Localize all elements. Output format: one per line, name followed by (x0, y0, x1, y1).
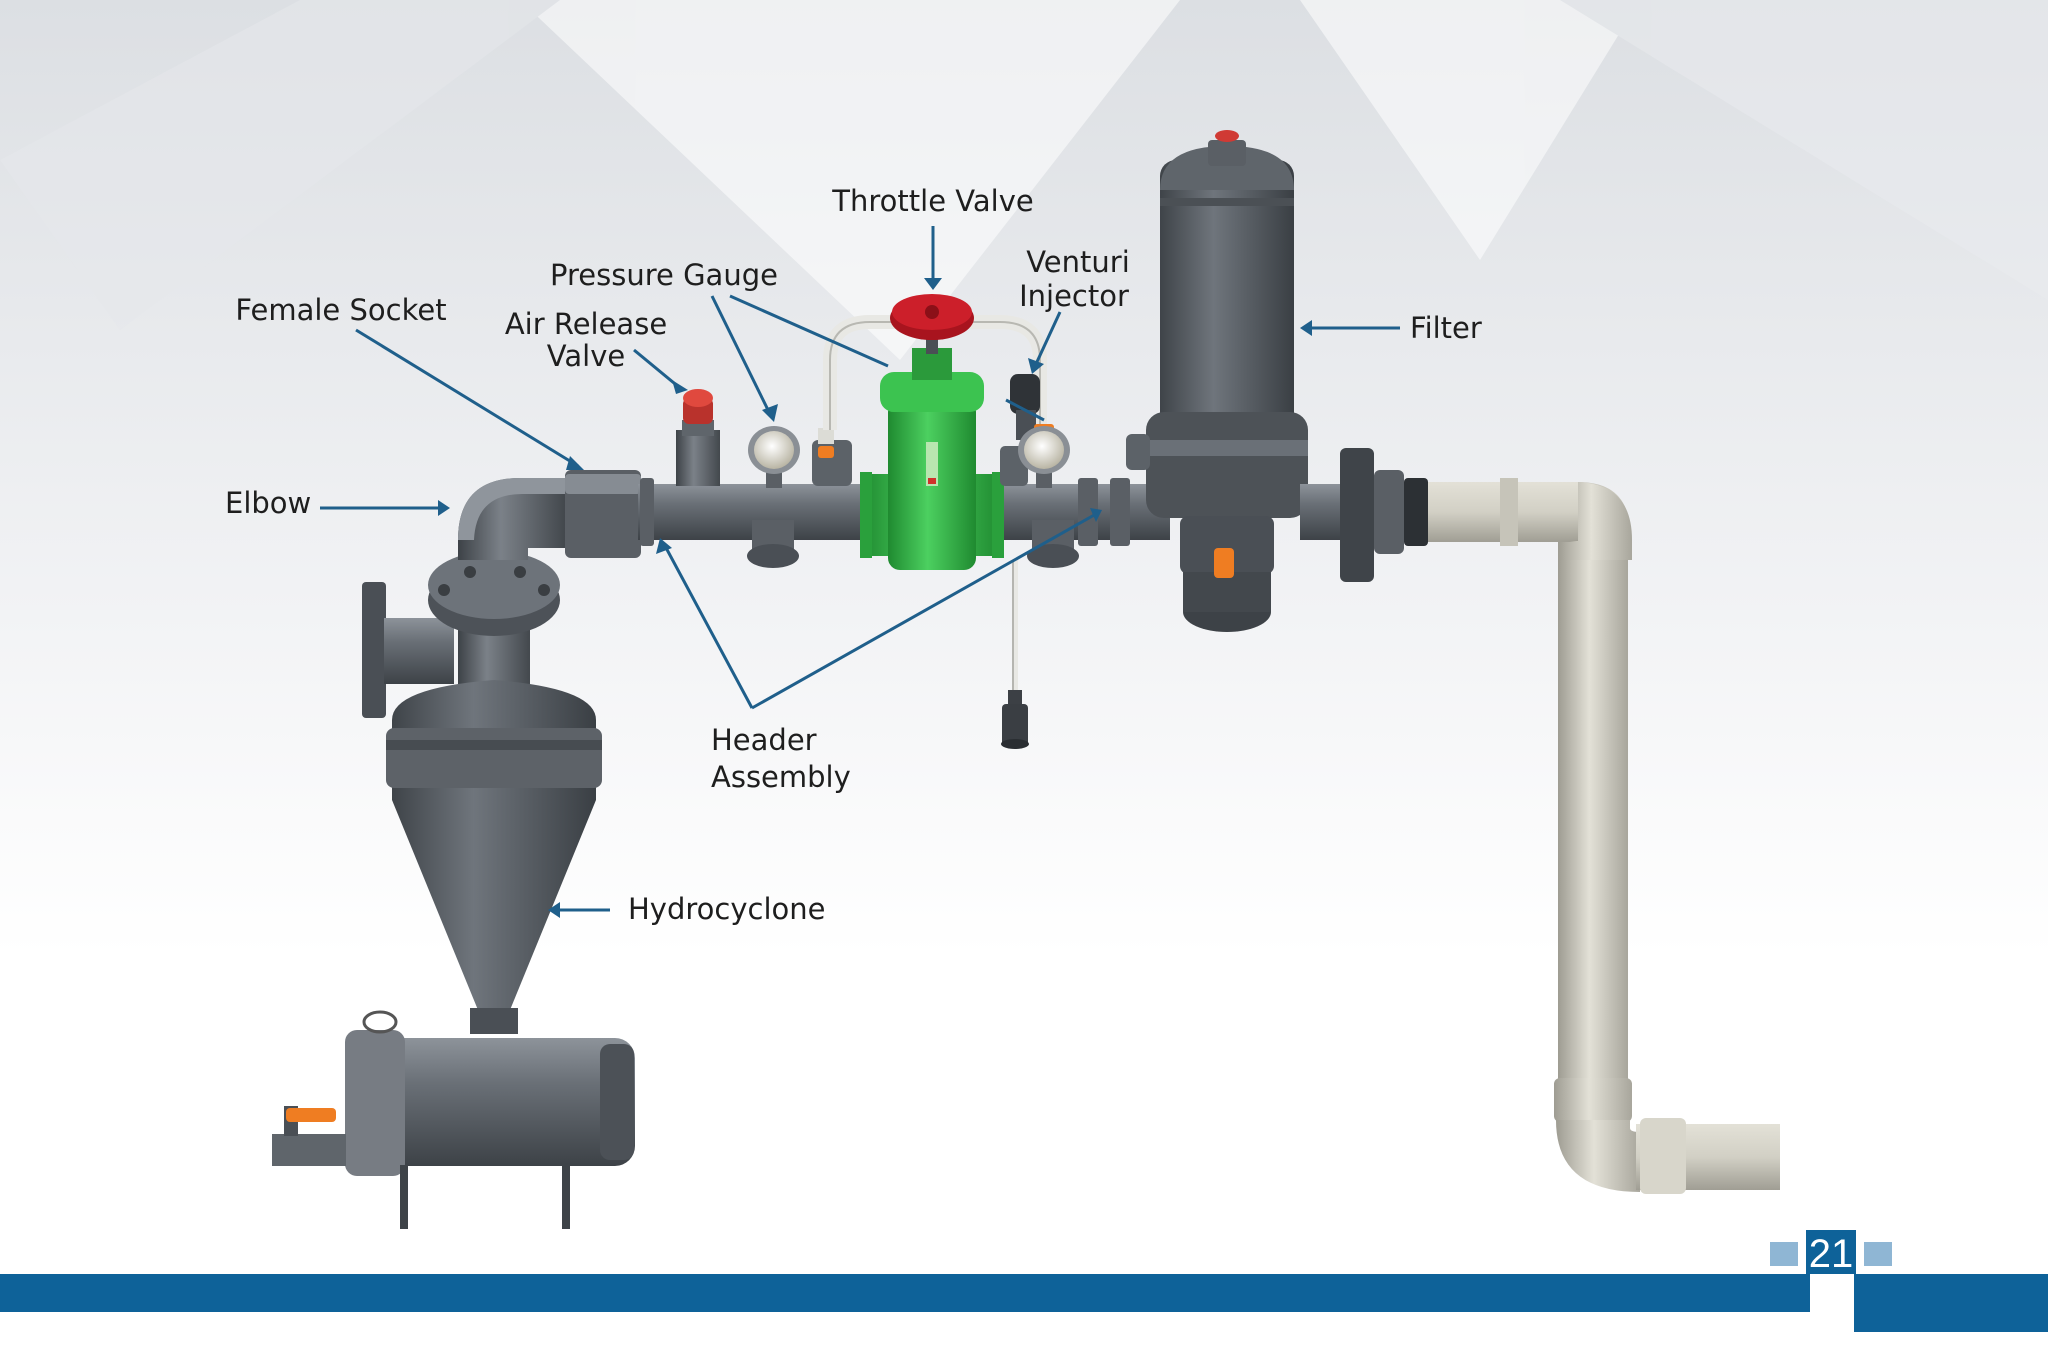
pressure-gauge-left (748, 426, 800, 488)
footer-bar-left (0, 1274, 1810, 1312)
footer: 21 (0, 1230, 2048, 1332)
label-header-line1: Header (711, 723, 817, 757)
header-assembly (638, 478, 1170, 568)
label-air-release-line1: Air Release (505, 307, 667, 341)
venturi-injector-arrow (1034, 311, 1062, 365)
label-venturi-line2: Injector (1019, 279, 1129, 313)
air-release-valve-arrow (633, 348, 681, 390)
air-release-valve (676, 389, 720, 486)
header-assembly-arrow-right (751, 512, 1097, 710)
label-filter: Filter (1410, 311, 1482, 345)
pressure-gauge-right (1000, 426, 1070, 488)
filter (1126, 130, 1308, 632)
handwheel (890, 294, 974, 354)
throttle-valve (860, 348, 1004, 570)
pressure-gauge-arrow-right (729, 294, 889, 368)
hydrocyclone (272, 551, 635, 1229)
page-number-box (1806, 1230, 1856, 1274)
label-venturi-line1: Venturi (1026, 245, 1130, 279)
female-socket (565, 470, 641, 558)
page-marker-left (1770, 1242, 1798, 1266)
footer-bar-right (1854, 1274, 2048, 1332)
female-socket-arrow (355, 328, 579, 468)
label-air-release-line2: Valve (547, 339, 625, 373)
elbow (458, 478, 565, 560)
pvc-pipe (1428, 478, 1780, 1194)
label-header-line2: Assembly (711, 760, 851, 794)
background-light-facets (0, 0, 2048, 360)
venturi-pointer (1005, 398, 1045, 422)
header-assembly-arrow-left (662, 543, 754, 709)
label-pressure-gauge: Pressure Gauge (550, 258, 778, 292)
pressure-gauge-arrow-left (710, 295, 772, 415)
outlet-flange (1300, 448, 1428, 582)
label-throttle-valve: Throttle Valve (831, 184, 1033, 218)
label-elbow: Elbow (225, 486, 311, 520)
leader-lines (320, 226, 1400, 918)
label-female-socket: Female Socket (235, 293, 446, 327)
page-number: 21 (1809, 1232, 1854, 1276)
page-marker-right (1864, 1242, 1892, 1266)
suction-strainer (1001, 560, 1029, 749)
label-hydrocyclone: Hydrocyclone (628, 892, 825, 926)
ball-valve-left (812, 428, 852, 486)
